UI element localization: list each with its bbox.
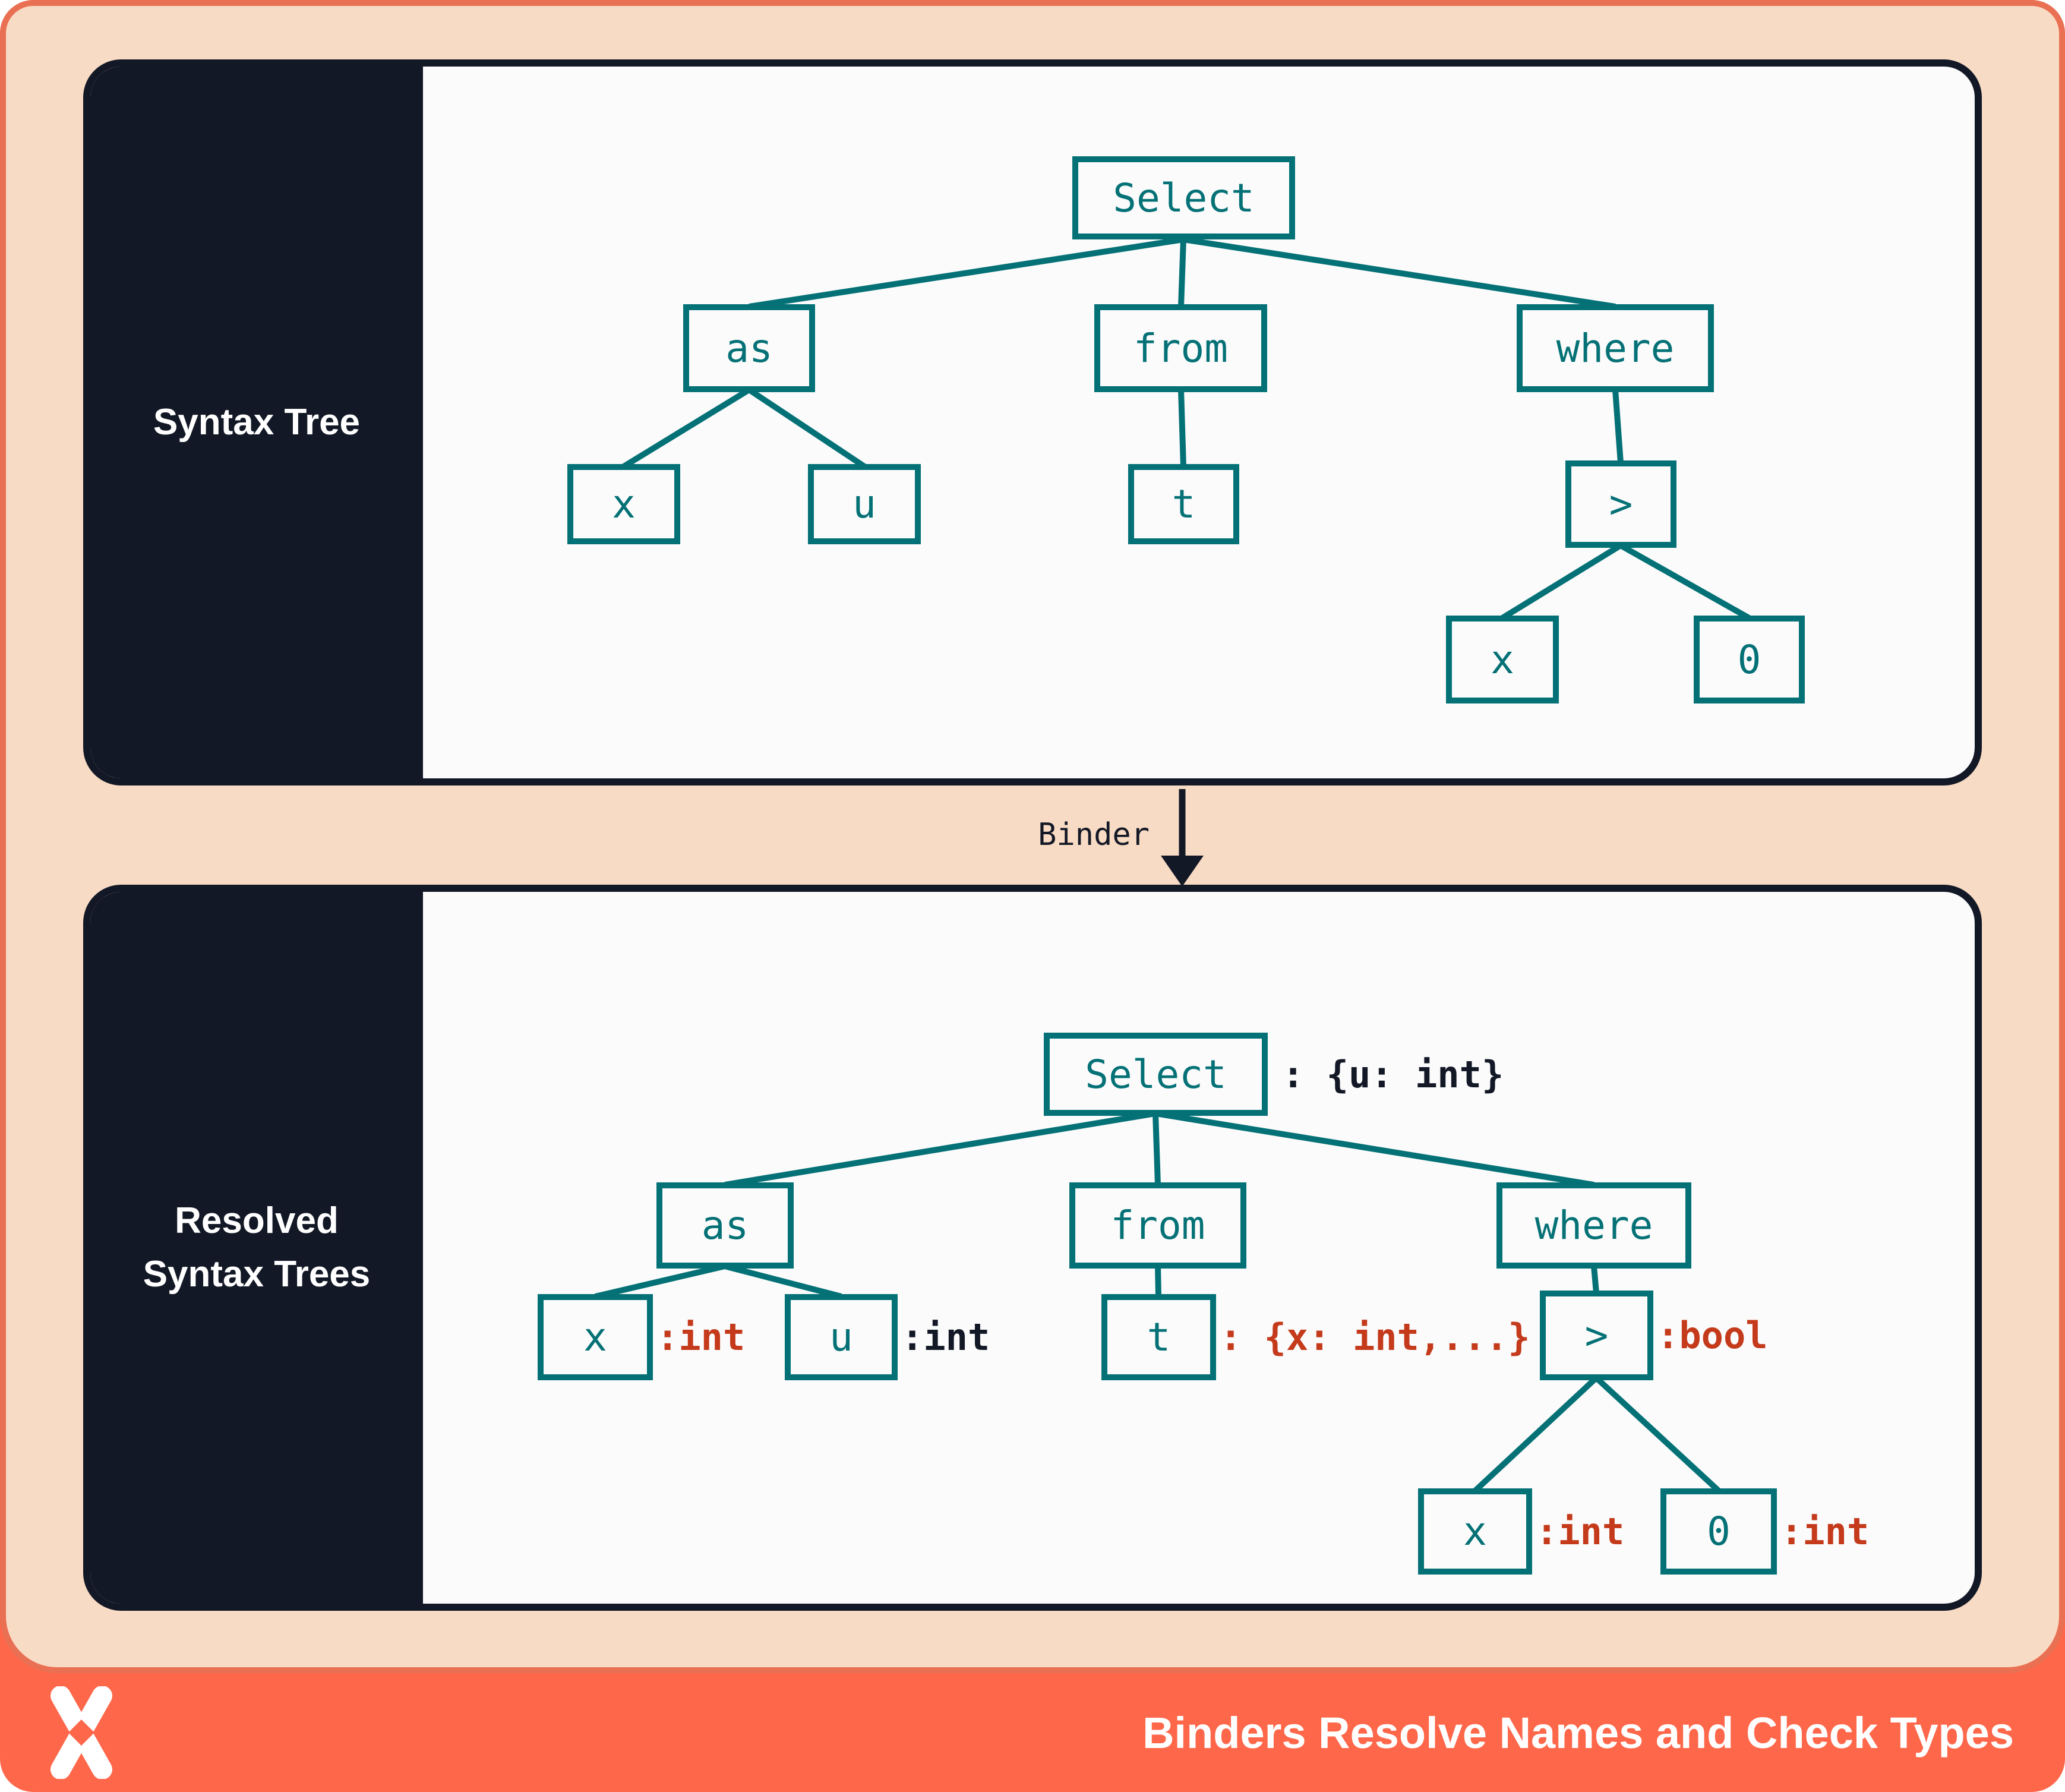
syntax-tree-panel: Syntax Tree xyxy=(83,59,1982,785)
binder-label-text: Binder xyxy=(1038,817,1150,853)
type-annotation-zero: :int xyxy=(1780,1488,1869,1575)
node-label: t xyxy=(1147,1314,1171,1360)
top-node-x2: x xyxy=(1446,616,1559,703)
type-annotation-text: :int xyxy=(1780,1510,1870,1553)
node-label: where xyxy=(1556,325,1675,371)
bottom-node-zero: 0 xyxy=(1660,1488,1777,1575)
top-node-t: t xyxy=(1128,464,1239,544)
node-label: Select xyxy=(1085,1051,1227,1097)
node-label: x xyxy=(612,481,636,527)
bottom-node-x2: x xyxy=(1418,1488,1532,1575)
top-node-where: where xyxy=(1517,304,1714,392)
node-label: 0 xyxy=(1707,1509,1731,1554)
type-annotation-select: : {u: int} xyxy=(1282,1033,1504,1116)
bottom-node-where: where xyxy=(1496,1182,1691,1269)
node-label: where xyxy=(1534,1203,1653,1248)
node-label: x xyxy=(1463,1509,1487,1554)
type-annotation-x2: :int xyxy=(1536,1488,1624,1575)
resolved-syntax-trees-sidebar: Resolved Syntax Trees xyxy=(90,892,423,1604)
x-logo-icon xyxy=(50,1686,112,1779)
resolved-label-line1: Resolved xyxy=(175,1200,339,1242)
node-label: as xyxy=(725,325,773,371)
node-label: from xyxy=(1133,325,1228,371)
node-label: t xyxy=(1172,481,1196,527)
node-label: x xyxy=(583,1314,607,1360)
syntax-tree-label: Syntax Tree xyxy=(153,402,361,443)
bottom-node-t: t xyxy=(1101,1294,1216,1380)
type-annotation-gt: :bool xyxy=(1657,1291,1768,1380)
top-node-from: from xyxy=(1094,304,1267,392)
syntax-tree-sidebar: Syntax Tree xyxy=(90,67,423,778)
bottom-node-select: Select xyxy=(1044,1033,1268,1116)
footer-title-text: Binders Resolve Names and Check Types xyxy=(1142,1708,2014,1758)
bottom-node-as: as xyxy=(656,1182,794,1269)
binder-label: Binder xyxy=(974,790,1150,879)
type-annotation-text: :int xyxy=(901,1315,990,1359)
type-annotation-text: : {u: int} xyxy=(1282,1052,1504,1096)
top-node-u: u xyxy=(808,464,921,544)
top-node-zero: 0 xyxy=(1694,616,1805,703)
node-label: u xyxy=(852,481,876,527)
bottom-node-from: from xyxy=(1069,1182,1246,1269)
node-label: x xyxy=(1491,636,1514,683)
node-label: Select xyxy=(1113,175,1255,221)
type-annotation-x: :int xyxy=(656,1294,745,1380)
node-label: from xyxy=(1110,1203,1205,1248)
resolved-label-line2: Syntax Trees xyxy=(143,1254,371,1295)
type-annotation-text: :bool xyxy=(1657,1314,1768,1357)
type-annotation-text: :int xyxy=(656,1315,746,1359)
bottom-node-gt: > xyxy=(1540,1291,1653,1380)
top-node-as: as xyxy=(683,304,815,392)
type-annotation-text: :int xyxy=(1536,1510,1625,1553)
node-label: as xyxy=(701,1203,749,1248)
top-node-select: Select xyxy=(1072,156,1295,239)
bottom-node-x: x xyxy=(538,1294,653,1380)
footer-title: Binders Resolve Names and Check Types xyxy=(1142,1673,2014,1792)
node-label: > xyxy=(1609,481,1633,527)
type-annotation-u: :int xyxy=(901,1294,990,1380)
node-label: u xyxy=(829,1314,853,1360)
resolved-syntax-trees-label: Resolved Syntax Trees xyxy=(143,1194,371,1301)
type-annotation-text: : {x: int,...} xyxy=(1220,1315,1530,1359)
node-label: > xyxy=(1584,1313,1609,1358)
top-node-gt: > xyxy=(1565,460,1676,548)
type-annotation-t: : {x: int,...} xyxy=(1220,1294,1530,1380)
node-label: 0 xyxy=(1737,636,1761,683)
bottom-node-u: u xyxy=(785,1294,898,1380)
top-node-x: x xyxy=(567,464,680,544)
